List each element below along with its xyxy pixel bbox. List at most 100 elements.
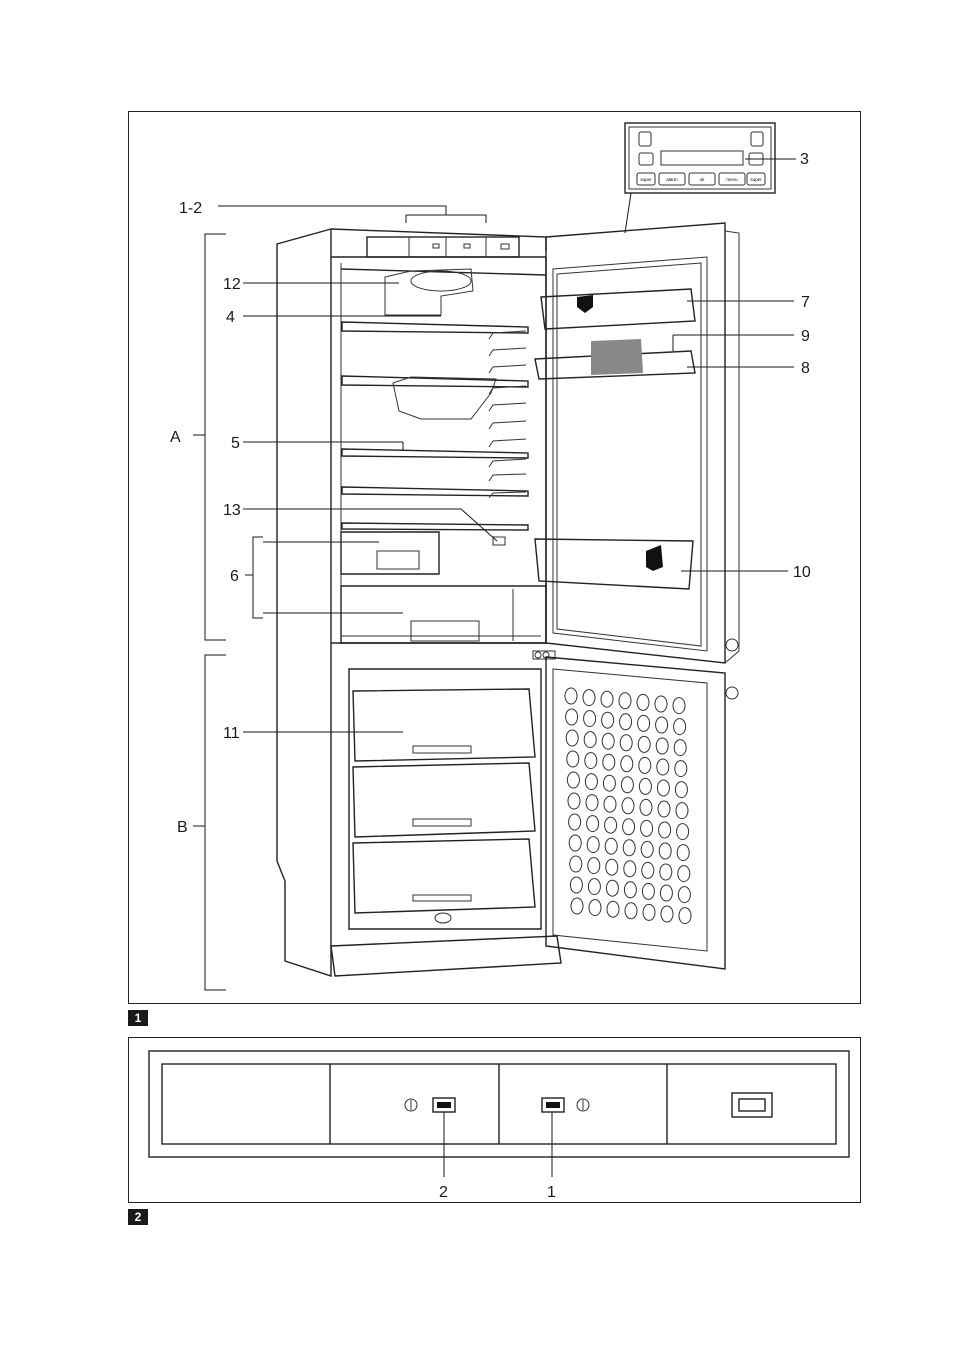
label-5: 5 bbox=[231, 435, 240, 452]
door-pattern-oval bbox=[585, 774, 597, 790]
door-pattern-oval bbox=[641, 841, 653, 857]
door-pattern-oval bbox=[583, 690, 595, 706]
door-pattern-oval bbox=[603, 775, 615, 791]
door-pattern-oval bbox=[678, 887, 690, 903]
label-2: 2 bbox=[439, 1184, 448, 1201]
door-pattern-oval bbox=[641, 820, 653, 836]
label-10: 10 bbox=[793, 564, 811, 581]
door-pattern-oval bbox=[587, 837, 599, 853]
door-pattern-oval bbox=[657, 780, 669, 796]
door-pattern-oval bbox=[624, 861, 636, 877]
door-pattern-oval bbox=[584, 711, 596, 727]
door-pattern-oval bbox=[586, 795, 598, 811]
door-pattern-oval bbox=[588, 879, 600, 895]
label-zone-a: A bbox=[170, 429, 181, 446]
door-pattern-oval bbox=[675, 761, 687, 777]
door-pattern-oval bbox=[605, 838, 617, 854]
door-bin-7 bbox=[541, 289, 695, 329]
chiller-drawer-upper bbox=[341, 532, 439, 574]
zone-b-bracket bbox=[205, 655, 226, 990]
label-9: 9 bbox=[801, 328, 810, 345]
door-pattern-oval bbox=[567, 772, 579, 788]
label-12: 12 bbox=[223, 276, 241, 293]
freezer-door-cold-pattern bbox=[565, 688, 691, 924]
door-pattern-oval bbox=[639, 757, 651, 773]
door-pattern-oval bbox=[566, 730, 578, 746]
door-pattern-oval bbox=[643, 904, 655, 920]
cabinet-side bbox=[277, 229, 331, 976]
door-pattern-oval bbox=[604, 796, 616, 812]
door-pattern-oval bbox=[584, 732, 596, 748]
label-8: 8 bbox=[801, 360, 810, 377]
label-1-2: 1-2 bbox=[179, 200, 202, 217]
door-pattern-oval bbox=[589, 900, 601, 916]
door-pattern-oval bbox=[660, 885, 672, 901]
label-6: 6 bbox=[230, 568, 239, 585]
label-11: 11 bbox=[223, 725, 240, 742]
door-pattern-oval bbox=[660, 864, 672, 880]
door-pattern-oval bbox=[570, 877, 582, 893]
label-zone-b: B bbox=[177, 819, 188, 836]
door-pattern-oval bbox=[568, 793, 580, 809]
door-pattern-oval bbox=[677, 845, 689, 861]
door-pattern-oval bbox=[570, 856, 582, 872]
door-pattern-oval bbox=[625, 903, 637, 919]
door-pattern-oval bbox=[624, 882, 636, 898]
door-pattern-oval bbox=[674, 740, 686, 756]
door-pattern-oval bbox=[585, 753, 597, 769]
door-pattern-oval bbox=[623, 840, 635, 856]
door-pattern-oval bbox=[620, 735, 632, 751]
door-pattern-oval bbox=[605, 817, 617, 833]
door-pattern-oval bbox=[622, 798, 634, 814]
door-pattern-oval bbox=[623, 819, 635, 835]
door-bin-10 bbox=[535, 539, 693, 589]
door-pattern-oval bbox=[621, 777, 633, 793]
door-pattern-oval bbox=[601, 691, 613, 707]
panel-button-ok: ok bbox=[700, 177, 706, 182]
figure-1-frame: super alarm ok menu super 1-2 3 12 4 A 5… bbox=[128, 111, 861, 1004]
door-pattern-oval bbox=[678, 866, 690, 882]
door-pattern-oval bbox=[676, 803, 688, 819]
door-pattern-oval bbox=[638, 715, 650, 731]
door-pattern-oval bbox=[655, 696, 667, 712]
freezer-drawers bbox=[353, 689, 535, 913]
label-13: 13 bbox=[223, 502, 241, 519]
door-pattern-oval bbox=[569, 835, 581, 851]
door-pattern-oval bbox=[661, 906, 673, 922]
interior-light bbox=[385, 269, 473, 315]
door-pattern-oval bbox=[659, 822, 671, 838]
door-pattern-oval bbox=[569, 814, 581, 830]
panel-button-menu: menu bbox=[726, 177, 738, 182]
fridge-diagram: super alarm ok menu super 1-2 3 12 4 A 5… bbox=[129, 112, 862, 1005]
door-pattern-oval bbox=[656, 738, 668, 754]
hanging-basket bbox=[393, 377, 496, 419]
door-pattern-oval bbox=[619, 693, 631, 709]
on-off-switch-1 bbox=[542, 1098, 589, 1112]
glass-shelves bbox=[342, 322, 528, 530]
crisper-drawer bbox=[341, 586, 546, 643]
door-pattern-oval bbox=[638, 736, 650, 752]
panel-button-alarm: alarm bbox=[666, 177, 678, 182]
door-pattern-oval bbox=[606, 859, 618, 875]
door-pattern-oval bbox=[637, 694, 649, 710]
door-pattern-oval bbox=[606, 880, 618, 896]
door-pattern-oval bbox=[602, 712, 614, 728]
door-pattern-oval bbox=[588, 858, 600, 874]
figure-1-tag: 1 bbox=[128, 1010, 148, 1026]
door-pattern-oval bbox=[658, 801, 670, 817]
door-pattern-oval bbox=[639, 778, 651, 794]
door-pattern-oval bbox=[674, 719, 686, 735]
door-pattern-oval bbox=[673, 698, 685, 714]
figure-2-tag: 2 bbox=[128, 1209, 148, 1225]
control-panel-diagram: 2 1 bbox=[129, 1038, 862, 1204]
label-4: 4 bbox=[226, 309, 235, 326]
door-pattern-oval bbox=[620, 714, 632, 730]
on-off-switch-2 bbox=[405, 1098, 455, 1112]
zone-a-bracket bbox=[205, 234, 226, 640]
bottle-holder-9 bbox=[591, 339, 643, 375]
door-pattern-oval bbox=[640, 799, 652, 815]
door-pattern-oval bbox=[602, 733, 614, 749]
door-pattern-oval bbox=[677, 824, 689, 840]
door-pattern-oval bbox=[657, 759, 669, 775]
leader-lines bbox=[218, 159, 796, 732]
